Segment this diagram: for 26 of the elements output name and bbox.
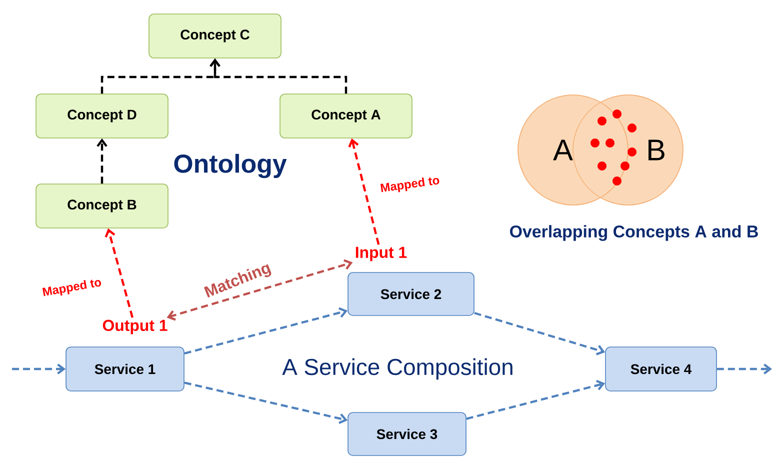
arrow	[210, 58, 348, 94]
edge-label: Mapped to	[40, 276, 104, 300]
arrow	[466, 380, 606, 420]
edge-label: Mapped to	[378, 174, 442, 196]
arrow	[348, 138, 380, 245]
arrow	[474, 312, 606, 356]
arrow	[104, 228, 134, 318]
port-label: Output 1	[102, 320, 168, 334]
heading: Overlapping Concepts A and B	[510, 225, 758, 241]
arrow	[184, 382, 348, 424]
arrow	[96, 138, 108, 184]
concept-box: Concept D	[36, 94, 168, 138]
service-box: Service 3	[348, 412, 466, 456]
service-box: Service 4	[605, 346, 717, 392]
arrow	[166, 259, 353, 321]
arrow	[12, 364, 66, 374]
concept-box: Concept C	[148, 14, 282, 58]
concept-box: Concept A	[280, 94, 412, 138]
concept-box: Concept B	[36, 184, 168, 228]
arrow	[716, 364, 772, 374]
service-box: Service 1	[66, 346, 184, 392]
port-label: Input 1	[356, 246, 407, 262]
service-box: Service 2	[348, 272, 474, 316]
heading: Ontology	[174, 154, 287, 178]
arrow	[184, 307, 348, 354]
heading: A Service Composition	[282, 358, 512, 380]
